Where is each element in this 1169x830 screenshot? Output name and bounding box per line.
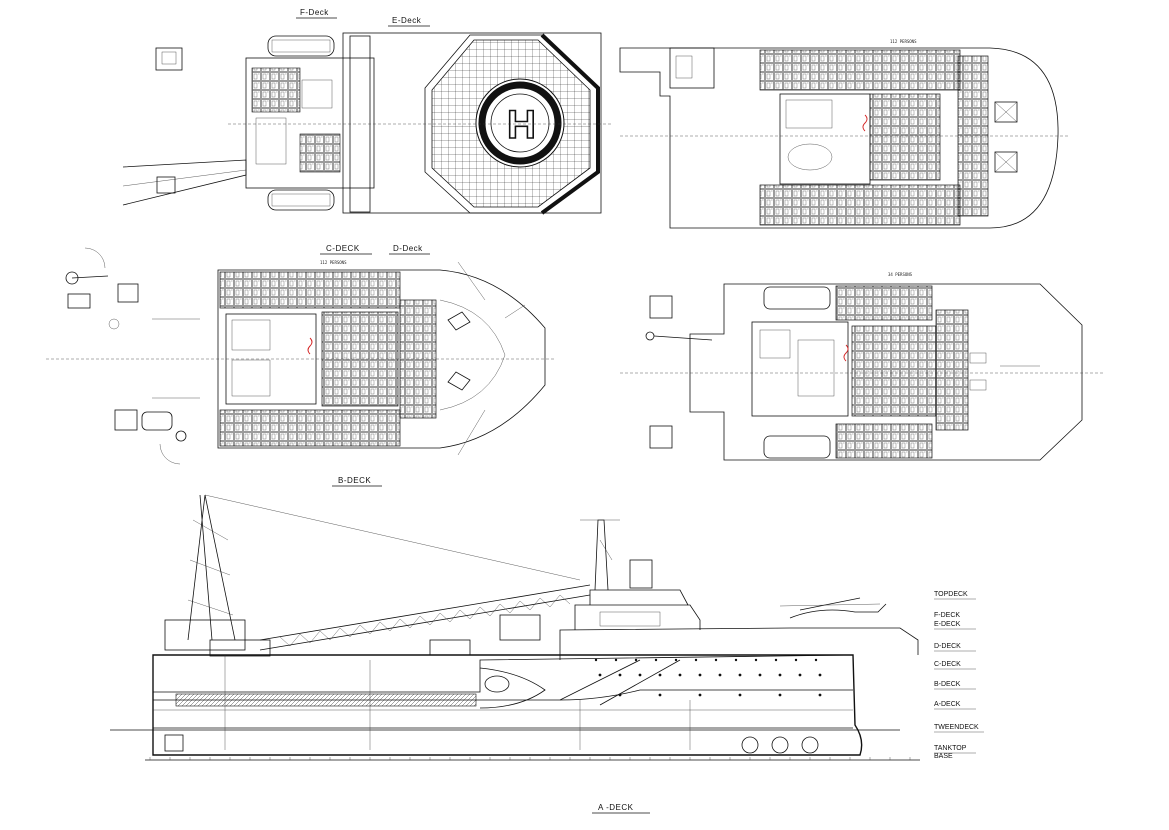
e-deck-title: E-Deck [392,16,422,25]
helipad-h-mark: H [507,103,536,147]
level-label-topdeck: TOPDECK [934,591,968,598]
level-label-a-deck: A-DECK [934,701,961,708]
b-deck-title: B-DECK [338,476,371,485]
level-label-e-deck: E-DECK [934,621,961,628]
level-label-tweendeck: TWEENDECK [934,724,979,731]
a-deck-title: A -DECK [598,803,634,812]
b-deck-capacity: 34 PERSONS [888,272,913,277]
d-deck-capacity: 112 PERSONS [890,39,917,44]
level-label-b-deck: B-DECK [934,681,961,688]
b-deck-plan: 34 PERSONS [620,272,1105,461]
level-label-base: BASE [934,753,953,760]
level-label-f-deck: F-DECK [934,612,960,619]
level-label-tanktop: TANKTOP [934,745,967,752]
level-label-c-deck: C-DECK [934,661,961,668]
level-label-d-deck: D-DECK [934,643,961,650]
c-deck-plan: C-DECK D-Deck 112 PERSONS [46,244,555,465]
c-deck-title: C-DECK [326,244,360,253]
f-e-deck-plan: F-Deck E-Deck H [122,8,612,215]
ship-profile-elevation [110,494,920,761]
c-deck-capacity: 112 PERSONS [320,260,347,265]
d-deck-title: D-Deck [393,244,423,253]
f-deck-title: F-Deck [300,8,329,17]
deck-level-labels: TOPDECK F-DECK E-DECK D-DECK C-DECK B-DE… [934,591,984,760]
d-deck-plan: 112 PERSONS [619,39,1070,229]
